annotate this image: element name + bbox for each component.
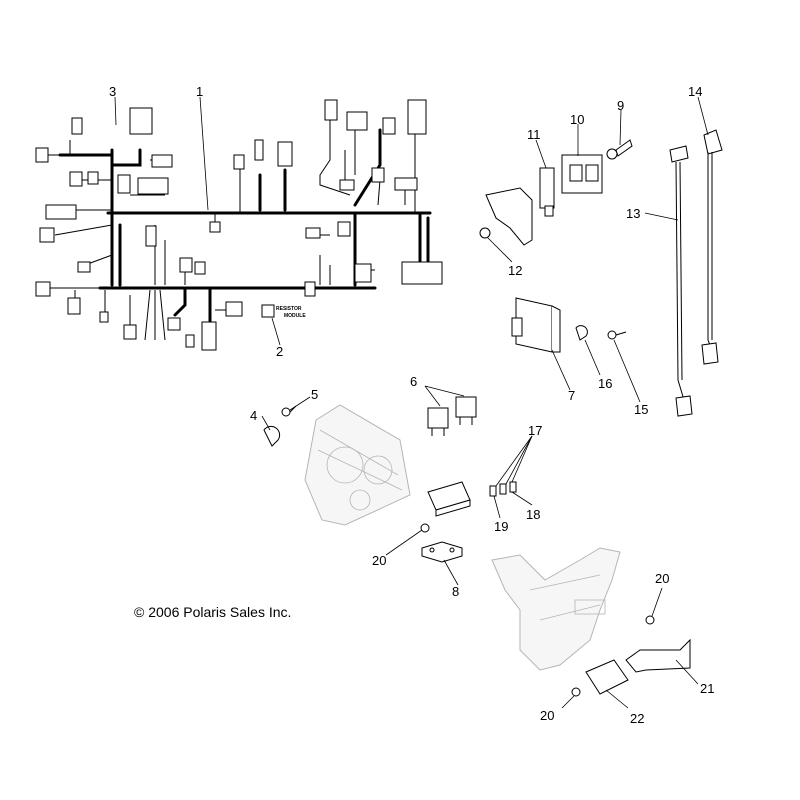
callout-1: 1 — [196, 84, 203, 99]
nut-part-12 — [479, 227, 491, 239]
callout-3: 3 — [109, 84, 116, 99]
screw-part-9 — [606, 139, 633, 160]
callout-13: 13 — [626, 206, 640, 221]
callout-22: 22 — [630, 711, 644, 726]
callout-16: 16 — [598, 376, 612, 391]
callout-2: 2 — [276, 344, 283, 359]
callout-15: 15 — [634, 402, 648, 417]
screw-part-20-right — [645, 615, 655, 625]
screw-part-20-lower — [571, 687, 581, 697]
bracket-part-21 — [625, 638, 691, 673]
callout-4: 4 — [250, 408, 257, 423]
callout-20-upper: 20 — [372, 553, 386, 568]
clip-part-16 — [575, 325, 588, 341]
bracket-part-11 — [485, 167, 555, 246]
callout-9: 9 — [617, 98, 624, 113]
callout-numbers: 1 2 3 4 5 6 7 8 9 10 11 12 13 14 15 16 1… — [109, 84, 714, 726]
lower-frame-ghost — [491, 547, 621, 671]
callout-12: 12 — [508, 263, 522, 278]
callout-17: 17 — [528, 423, 542, 438]
copyright-text: © 2006 Polaris Sales Inc. — [134, 604, 291, 620]
fuses-part-17-18 — [489, 481, 517, 497]
frame-plate-ghost — [304, 404, 411, 526]
screw-part-20-upper — [420, 523, 430, 533]
relay-pair-part-6 — [427, 396, 477, 436]
callout-8: 8 — [452, 584, 459, 599]
rivet-part-5 — [281, 405, 297, 417]
callout-19: 19 — [494, 519, 508, 534]
bracket-part-8 — [421, 541, 463, 563]
callout-6: 6 — [410, 374, 417, 389]
callout-11: 11 — [527, 127, 541, 142]
callout-20-right: 20 — [655, 571, 669, 586]
fuse-block-part-19 — [427, 481, 471, 517]
resistor-module-label-line2: MODULE — [284, 313, 306, 319]
rivet-part-15 — [607, 330, 627, 340]
callout-5: 5 — [311, 387, 318, 402]
clip-part-4 — [263, 425, 281, 447]
callout-21: 21 — [700, 681, 714, 696]
callout-14: 14 — [688, 84, 702, 99]
cover-part-22 — [585, 659, 629, 695]
relay-module-part-10 — [561, 154, 603, 194]
battery-cables — [669, 129, 723, 417]
callout-18: 18 — [526, 507, 540, 522]
callout-7: 7 — [568, 388, 575, 403]
resistor-module-label-line1: RESISTOR — [276, 306, 302, 312]
leader-lines — [114, 96, 709, 709]
callout-20-lower: 20 — [540, 708, 554, 723]
wiring-harness — [35, 99, 443, 351]
resistor-module: RESISTOR MODULE — [261, 304, 306, 319]
callout-10: 10 — [570, 112, 584, 127]
module-part-7 — [511, 297, 561, 353]
